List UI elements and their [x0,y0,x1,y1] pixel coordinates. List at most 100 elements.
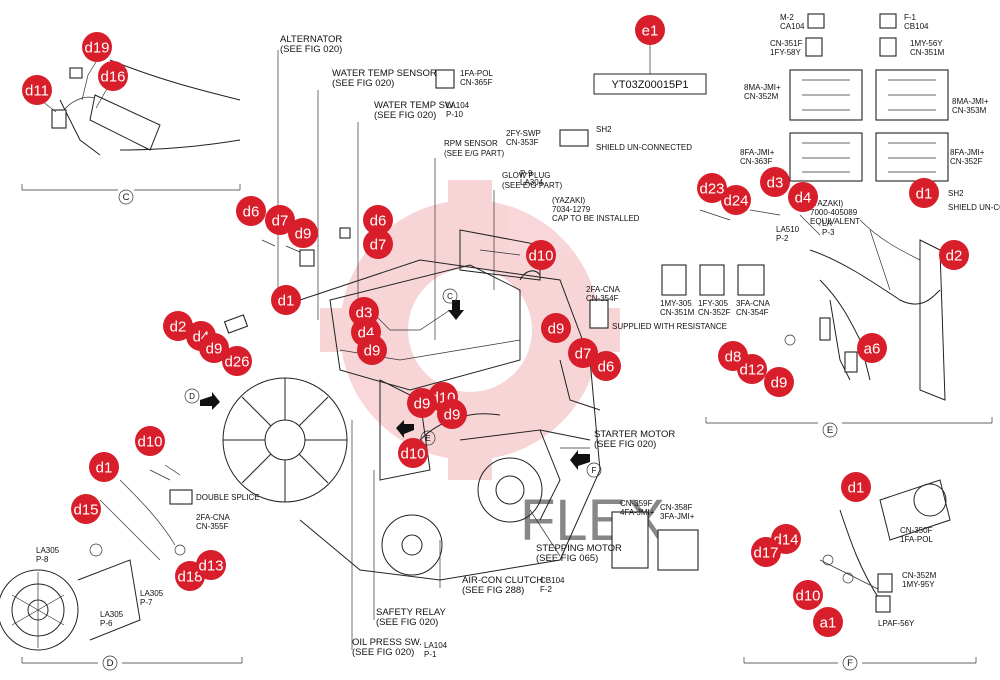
callout-label: d6 [243,204,260,221]
svg-text:CN-352M: CN-352M [744,92,779,101]
callout-label: d10 [528,248,553,265]
callout-d10d[interactable]: d10 [135,426,165,456]
svg-text:LA: LA [822,219,832,228]
svg-text:F: F [847,658,853,669]
callout-circle [437,399,467,429]
callout-d9g[interactable]: d9 [764,367,794,397]
callout-d4c[interactable]: d4 [788,182,818,212]
callout-d6a[interactable]: d6 [236,196,266,226]
callout-circle [841,472,871,502]
callout-circle [82,32,112,62]
callout-label: d18 [177,569,202,586]
part-number-box: YT03Z00015P1 [593,45,707,95]
callout-d9a[interactable]: d9 [288,218,318,248]
callout-label: d24 [723,193,748,210]
callout-a6[interactable]: a6 [857,333,887,363]
svg-text:SHIELD UN-CONNECTED: SHIELD UN-CONNECTED [948,203,1000,212]
section-frames [21,184,993,664]
label-safety-relay: SAFETY RELAY(SEE FIG 020) [376,607,447,628]
detail-e-drawing [699,209,946,401]
svg-text:F-2: F-2 [540,585,553,594]
svg-text:P-2: P-2 [776,234,789,243]
callout-d9d[interactable]: d9 [541,313,571,343]
svg-text:CB104: CB104 [904,22,929,31]
svg-text:CN-351M: CN-351M [660,308,695,317]
callout-d23[interactable]: d23 [697,173,727,203]
callout-circle [793,580,823,610]
callout-d1c[interactable]: d1 [89,452,119,482]
callout-d16[interactable]: d16 [98,61,128,91]
callout-d24[interactable]: d24 [721,185,751,215]
leader-lines [277,50,590,650]
svg-text:CN-352M: CN-352M [902,571,937,580]
callout-circle [398,438,428,468]
svg-text:SH2: SH2 [948,189,964,198]
callout-label: d2 [946,248,963,265]
callout-e1[interactable]: e1 [635,15,665,45]
callout-d7c[interactable]: d7 [568,338,598,368]
view-letter-e: E [420,430,436,446]
svg-text:LA305: LA305 [140,589,164,598]
section-letter-d: D [102,655,118,671]
callout-d2b[interactable]: d2 [939,240,969,270]
detail-d-drawing [0,464,193,651]
callout-d15[interactable]: d15 [71,494,101,524]
callout-label: d9 [771,375,788,392]
callout-circle [591,351,621,381]
callout-circle [89,452,119,482]
callout-d7a[interactable]: d7 [265,205,295,235]
svg-text:7000-405089: 7000-405089 [810,208,858,217]
callout-d11[interactable]: d11 [22,75,52,105]
svg-text:E: E [827,425,833,436]
callout-d6c[interactable]: d6 [591,351,621,381]
svg-text:CN-353M: CN-353M [952,106,987,115]
callout-d17[interactable]: d17 [751,537,781,567]
svg-text:LA510: LA510 [776,225,800,234]
svg-text:1MY-305: 1MY-305 [660,299,692,308]
callout-circle [813,607,843,637]
callout-a1[interactable]: a1 [813,607,843,637]
label-rpm-sensor: RPM SENSOR(SEE E/G PART) [444,139,504,158]
callout-d9b[interactable]: d9 [199,333,229,363]
svg-text:SUPPLIED WITH RESISTANCE: SUPPLIED WITH RESISTANCE [612,322,727,331]
callout-d1a[interactable]: d1 [271,285,301,315]
callout-d10c[interactable]: d10 [398,438,428,468]
svg-text:1FA-POL: 1FA-POL [900,535,933,544]
callout-label: d3 [767,175,784,192]
callout-d9f[interactable]: d9 [437,399,467,429]
svg-text:CN-365F: CN-365F [460,78,493,87]
svg-text:LPAF-56Y: LPAF-56Y [878,619,915,628]
callout-d26[interactable]: d26 [222,346,252,376]
label-stepping-motor: STEPPING MOTOR(SEE FIG 065) [536,543,622,564]
callout-circle [199,333,229,363]
svg-text:P-10: P-10 [446,110,463,119]
callout-d10e[interactable]: d10 [793,580,823,610]
callout-d6b[interactable]: d6 [363,205,393,235]
view-arrows [200,300,590,470]
callout-d9c[interactable]: d9 [357,335,387,365]
callout-d2a[interactable]: d2 [163,311,193,341]
callout-d1b[interactable]: d1 [909,178,939,208]
callout-d10a[interactable]: d10 [526,240,556,270]
callout-label: d17 [753,545,778,562]
callout-circle [222,346,252,376]
callout-label: d26 [224,354,249,371]
engine-drawing [222,227,601,581]
svg-text:EQUIVALENT: EQUIVALENT [810,217,860,226]
callout-d1d[interactable]: d1 [841,472,871,502]
svg-text:CN-350F: CN-350F [900,526,933,535]
section-letter-f: F [842,655,858,671]
callout-d12[interactable]: d12 [737,354,767,384]
callout-d7b[interactable]: d7 [363,229,393,259]
callout-d9e[interactable]: d9 [407,388,437,418]
view-letter-d: D [184,388,200,404]
svg-text:CA104: CA104 [780,22,805,31]
callout-d19[interactable]: d19 [82,32,112,62]
svg-text:D: D [107,658,114,669]
label-water-temp-sensor: WATER TEMP SENSOR(SEE FIG 020) [332,68,437,89]
callout-d3b[interactable]: d3 [760,167,790,197]
svg-text:CN-355F: CN-355F [196,522,229,531]
callout-circle [697,173,727,203]
callout-d13[interactable]: d13 [196,550,226,580]
part-number: YT03Z00015P1 [611,79,688,91]
